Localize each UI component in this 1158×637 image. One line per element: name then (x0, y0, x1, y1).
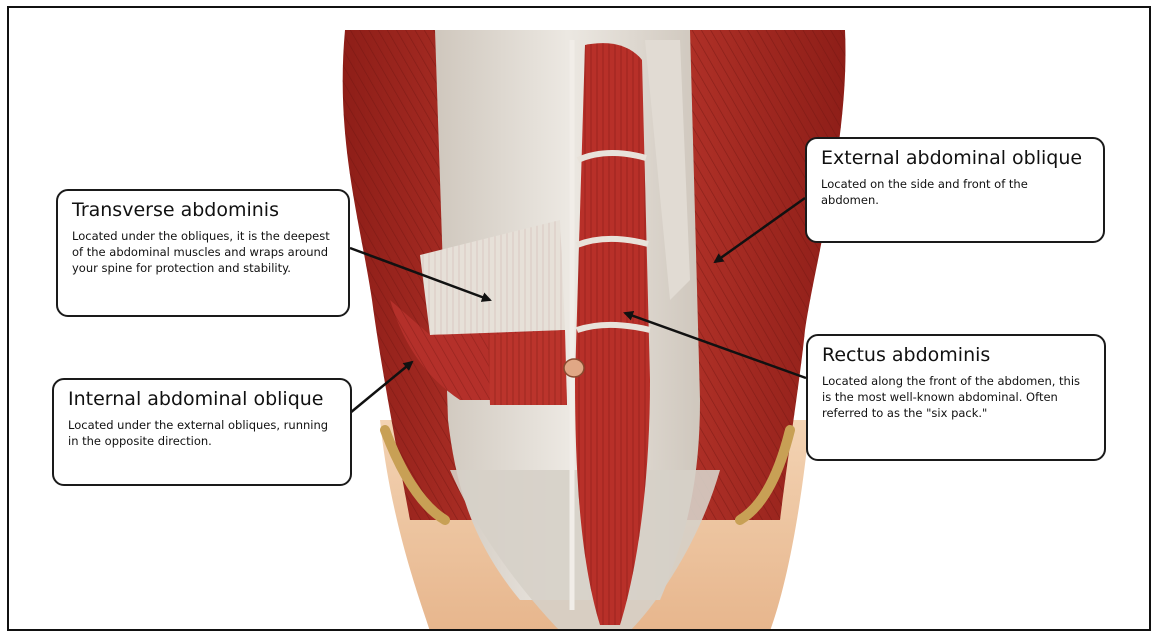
navel (564, 359, 584, 377)
rectus-left-fibers (488, 330, 567, 405)
rectus-abdominis-description: Located along the front of the abdomen, … (822, 373, 1090, 421)
rectus-abdominis-title: Rectus abdominis (822, 344, 1090, 366)
internal-oblique-callout: Internal abdominal oblique Located under… (52, 378, 352, 486)
transverse-abdominis-description: Located under the obliques, it is the de… (72, 228, 334, 276)
rectus-abdominis-fibers (575, 43, 650, 625)
external-oblique-description: Located on the side and front of the abd… (821, 176, 1089, 208)
internal-oblique-title: Internal abdominal oblique (68, 388, 336, 410)
external-oblique-callout: External abdominal oblique Located on th… (805, 137, 1105, 243)
transverse-abdominis-callout: Transverse abdominis Located under the o… (56, 189, 350, 317)
transverse-abdominis-title: Transverse abdominis (72, 199, 334, 221)
rectus-abdominis-callout: Rectus abdominis Located along the front… (806, 334, 1106, 461)
internal-oblique-description: Located under the external obliques, run… (68, 417, 336, 449)
external-oblique-title: External abdominal oblique (821, 147, 1089, 169)
